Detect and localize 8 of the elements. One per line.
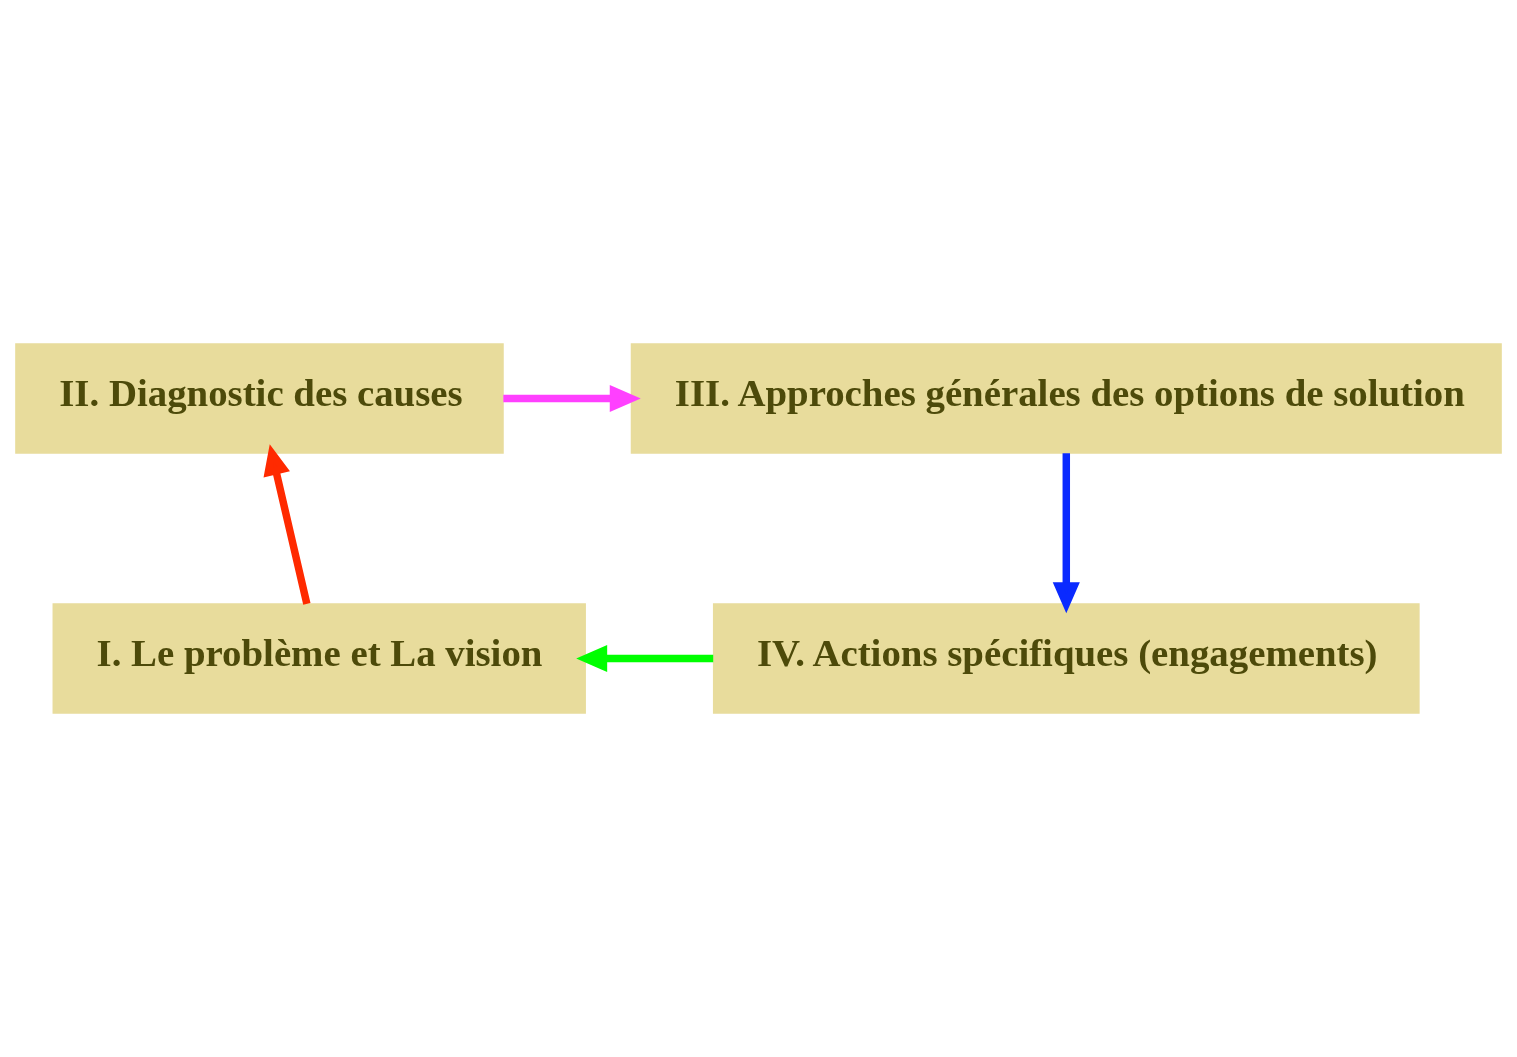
node-box: I. Le problème et La vision xyxy=(52,603,586,714)
node-box: II. Diagnostic des causes xyxy=(15,343,504,454)
node-box: III. Approches générales des options de solution xyxy=(630,343,1502,454)
arrow xyxy=(576,644,714,673)
node-box: IV. Actions spécifiques (engagements) xyxy=(712,603,1420,714)
arrow xyxy=(1052,453,1080,614)
arrow xyxy=(503,384,641,413)
arrow xyxy=(263,444,311,605)
